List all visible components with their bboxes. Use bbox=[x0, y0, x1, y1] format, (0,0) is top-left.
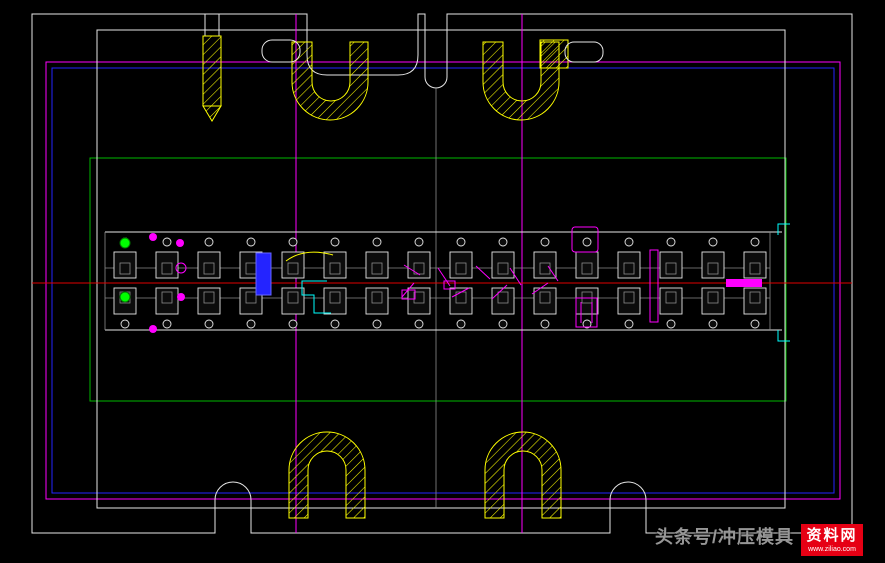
magenta-plate-rect bbox=[45, 61, 841, 500]
blue-plate-rect bbox=[51, 67, 835, 494]
feature-overlays bbox=[119, 223, 790, 342]
watermark-source-text: 头条号/冲压模具 bbox=[654, 527, 794, 547]
guide-pin-hatch bbox=[202, 14, 222, 122]
magenta-part-marks bbox=[401, 264, 559, 300]
inner-plate-frame bbox=[96, 29, 786, 509]
watermark-logo-subtitle: www.ziliao.com bbox=[808, 545, 856, 553]
cyan-end-bracket-top bbox=[777, 223, 790, 235]
yellow-arc bbox=[285, 251, 334, 262]
green-die-area-rect bbox=[89, 157, 787, 402]
blue-punch-block bbox=[255, 252, 272, 296]
magenta-dot bbox=[177, 293, 185, 301]
magenta-dot bbox=[176, 239, 184, 247]
watermark-logo: 资料网 www.ziliao.com bbox=[801, 523, 863, 556]
magenta-insert-bar bbox=[649, 249, 659, 323]
magenta-highlight-punch-top bbox=[571, 226, 599, 253]
magenta-dot bbox=[149, 325, 157, 333]
top-tab-right bbox=[564, 41, 604, 63]
magenta-highlight-punch-bottom bbox=[575, 297, 598, 328]
hatched-block-top-right bbox=[539, 39, 569, 69]
hatched-lifting-slots bbox=[288, 39, 569, 519]
cyan-end-bracket-bottom bbox=[777, 330, 790, 342]
cyan-part-outline bbox=[301, 280, 331, 314]
magenta-dot bbox=[149, 233, 157, 241]
magenta-ring bbox=[175, 262, 187, 274]
magenta-end-bar bbox=[726, 279, 762, 287]
watermark-logo-title: 资料网 bbox=[806, 526, 858, 544]
green-dowel-bottom bbox=[119, 291, 131, 303]
watermark: 头条号/冲压模具 资料网 www.ziliao.com bbox=[655, 523, 863, 556]
top-tab-left bbox=[261, 39, 301, 63]
green-dowel-top bbox=[119, 237, 131, 249]
